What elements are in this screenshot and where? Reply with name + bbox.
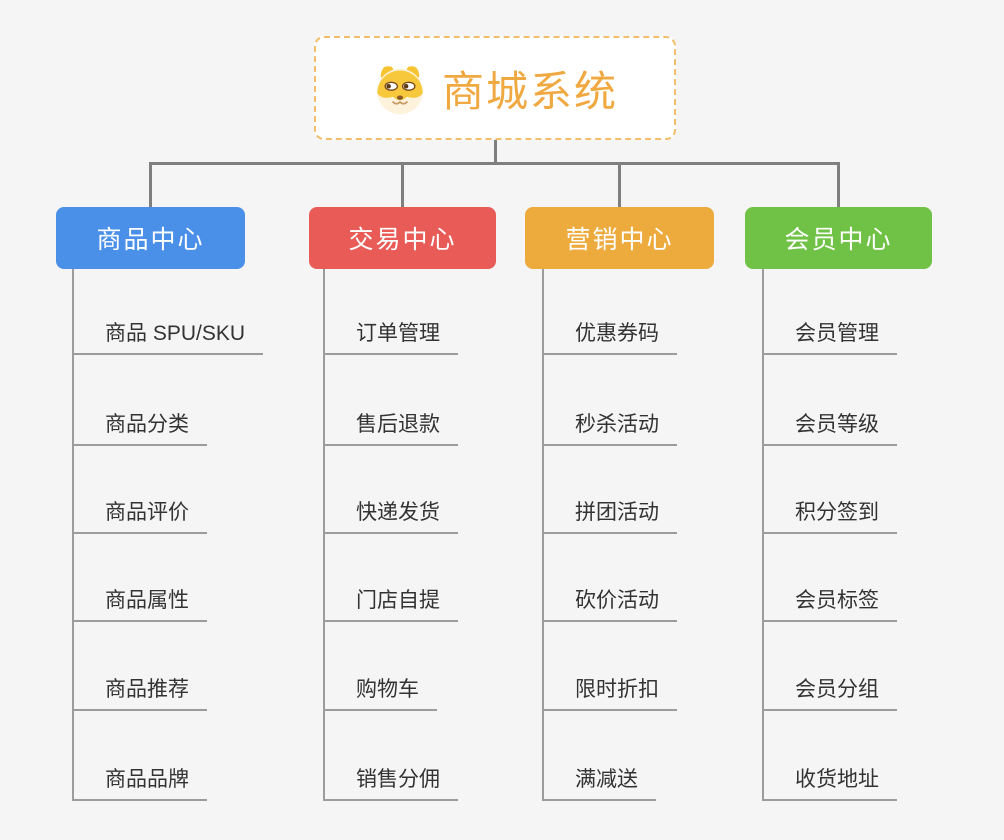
- leaf-node[interactable]: 会员等级: [762, 412, 897, 446]
- leaf-node[interactable]: 商品评价: [72, 500, 207, 534]
- root-node-title: 商城系统: [441, 67, 618, 115]
- branch-node-member-center[interactable]: 会员中心: [745, 207, 932, 269]
- leaf-node[interactable]: 订单管理: [323, 321, 458, 355]
- connector-drop-3: [618, 162, 621, 208]
- branch-trunk-line-1: [72, 269, 74, 801]
- branch-trunk-line-3: [542, 269, 544, 801]
- connector-horizontal: [149, 162, 840, 165]
- leaf-node[interactable]: 积分签到: [762, 500, 897, 534]
- leaf-node[interactable]: 会员标签: [762, 588, 897, 622]
- leaf-node[interactable]: 优惠券码: [542, 321, 677, 355]
- leaf-node[interactable]: 砍价活动: [542, 588, 677, 622]
- leaf-node[interactable]: 售后退款: [323, 412, 458, 446]
- leaf-node[interactable]: 购物车: [323, 677, 437, 711]
- dog-face-icon: [377, 66, 423, 115]
- leaf-node[interactable]: 满减送: [542, 767, 656, 801]
- branch-trunk-line-2: [323, 269, 325, 801]
- branch-node-trade-center[interactable]: 交易中心: [309, 207, 496, 269]
- leaf-node[interactable]: 拼团活动: [542, 500, 677, 534]
- leaf-node[interactable]: 限时折扣: [542, 677, 677, 711]
- leaf-node[interactable]: 商品 SPU/SKU: [72, 321, 264, 355]
- branch-node-marketing-center[interactable]: 营销中心: [525, 207, 714, 269]
- branch-label: 营销中心: [565, 226, 674, 254]
- branch-label: 会员中心: [784, 226, 893, 254]
- leaf-node[interactable]: 秒杀活动: [542, 412, 677, 446]
- leaf-node[interactable]: 销售分佣: [323, 767, 458, 801]
- leaf-node[interactable]: 会员分组: [762, 677, 897, 711]
- leaf-node[interactable]: 会员管理: [762, 321, 897, 355]
- branch-trunk-line-4: [762, 269, 764, 801]
- leaf-node[interactable]: 商品品牌: [72, 767, 207, 801]
- branch-label: 交易中心: [348, 226, 457, 254]
- leaf-node[interactable]: 商品属性: [72, 588, 207, 622]
- branch-label: 商品中心: [96, 226, 205, 254]
- connector-drop-1: [149, 162, 152, 208]
- root-node[interactable]: 商城系统: [314, 36, 676, 140]
- leaf-node[interactable]: 门店自提: [323, 588, 458, 622]
- connector-drop-4: [837, 162, 840, 208]
- leaf-node[interactable]: 商品分类: [72, 412, 207, 446]
- leaf-node[interactable]: 收货地址: [762, 767, 897, 801]
- leaf-node[interactable]: 商品推荐: [72, 677, 207, 711]
- connector-drop-2: [401, 162, 404, 208]
- branch-node-product-center[interactable]: 商品中心: [56, 207, 245, 269]
- leaf-node[interactable]: 快递发货: [323, 500, 458, 534]
- connector-root-stub: [494, 140, 497, 164]
